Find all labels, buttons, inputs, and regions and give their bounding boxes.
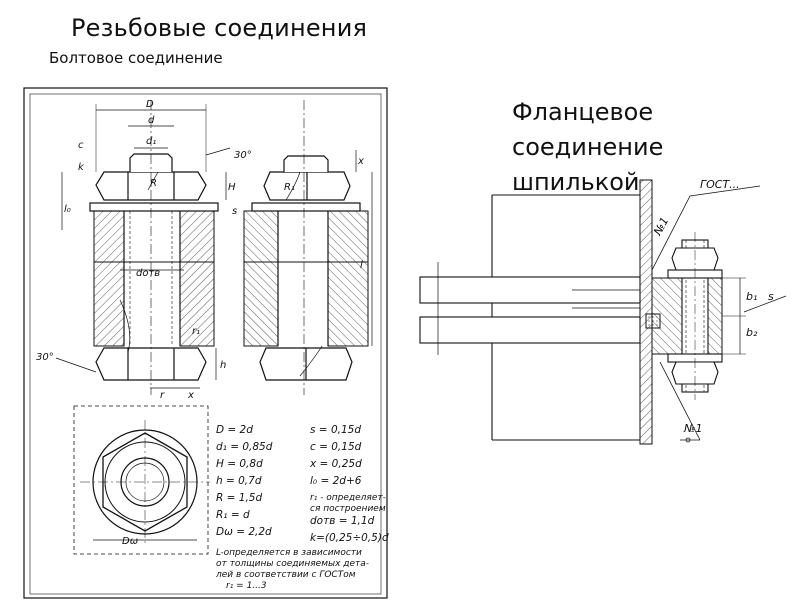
dim-c-label: c: [78, 140, 84, 151]
formula-note: L-определяется в зависимости от толщины …: [216, 548, 369, 592]
formula-h: h = 0,7d: [216, 475, 262, 487]
note-line-2: от толщины соединяемых дета-: [216, 559, 370, 569]
formula-c: c = 0,15d: [310, 441, 362, 453]
formula-l0: l₀ = 2d+6: [310, 475, 362, 487]
gost-label: ГОСТ...: [700, 178, 740, 191]
formula-r1-note-2: ся построением: [310, 504, 386, 514]
dim-l-label: l: [360, 260, 363, 271]
formula-s: s = 0,15d: [310, 424, 361, 436]
formula-Dw: Dω = 2,2d: [216, 526, 272, 538]
formula-r1-note-1: r₁ - определяет-: [310, 493, 386, 503]
dim-H-label: H: [228, 182, 236, 193]
angle-30-top-label: 30°: [234, 150, 252, 161]
note-line-1: L-определяется в зависимости: [216, 548, 362, 558]
formula-D: D = 2d: [216, 424, 253, 436]
flange-title-line-3: шпилькой: [512, 168, 640, 196]
no1-bottom-label: №1: [683, 422, 702, 435]
dim-l0-label: l₀: [64, 204, 71, 215]
dim-R1-label: R₁: [284, 182, 295, 193]
bolt-side-view: [243, 100, 373, 395]
dim-d1-label: d₁: [146, 136, 156, 147]
b2-label: b₂: [746, 326, 758, 339]
dim-R-label: R: [150, 178, 157, 189]
formula-R: R = 1,5d: [216, 492, 263, 504]
flange-title-line-2: соединение: [512, 133, 664, 161]
dim-r1-label: r₁: [192, 326, 200, 337]
page-subtitle: Болтовое соединение: [49, 49, 223, 67]
formula-H: H = 0,8d: [216, 458, 263, 470]
no1-top-label: №1: [651, 215, 672, 238]
note-line-3: лей в соответствии с ГОСТом: [216, 570, 356, 580]
formula-x: x = 0,25d: [310, 458, 362, 470]
dim-d-label: d: [148, 115, 155, 126]
dim-x-label: x: [357, 156, 364, 167]
bolt-front-view: [55, 100, 231, 395]
dim-x2-label: x: [187, 390, 194, 401]
dim-s-label: s: [232, 206, 237, 217]
dim-k-label: k: [78, 162, 85, 173]
dim-h-label: h: [220, 360, 226, 371]
formula-d-otv: dотв = 1,1d: [310, 515, 375, 527]
page-title: Резьбовые соединения: [71, 14, 368, 42]
s-label: s: [768, 290, 774, 303]
formula-d1: d₁ = 0,85d: [216, 441, 273, 453]
note-line-4: r₁ = 1...3: [226, 581, 267, 591]
bolt-front-labels: D d d₁ 30° c k H l₀ R dотв 30° r₁ r h x: [36, 99, 252, 401]
formula-left-column: D = 2d d₁ = 0,85d H = 0,8d h = 0,7d R = …: [216, 424, 272, 543]
dim-Dw-label: Dω: [122, 536, 138, 547]
formula-right-column: s = 0,15d c = 0,15d x = 0,25d l₀ = 2d+6 …: [310, 424, 389, 549]
b1-label: b₁: [746, 290, 757, 303]
drawing-sheet-frame: [23, 87, 388, 599]
flange-connection-drawing: [419, 179, 787, 445]
dim-r-label: r: [160, 390, 165, 401]
flange-title: Фланцевое соединение шпилькой: [512, 95, 712, 200]
bolt-side-labels: R₁ x l s: [232, 156, 364, 271]
formula-R1: R₁ = d: [216, 509, 250, 521]
nut-top-view: [73, 405, 210, 555]
angle-30-bottom-label: 30°: [36, 352, 54, 363]
dim-D-label: D: [146, 99, 154, 110]
flange-title-line-1: Фланцевое: [512, 98, 654, 126]
formula-k: k=(0,25÷0,5)d: [310, 532, 389, 544]
dim-d-otv-label: dотв: [136, 268, 160, 279]
